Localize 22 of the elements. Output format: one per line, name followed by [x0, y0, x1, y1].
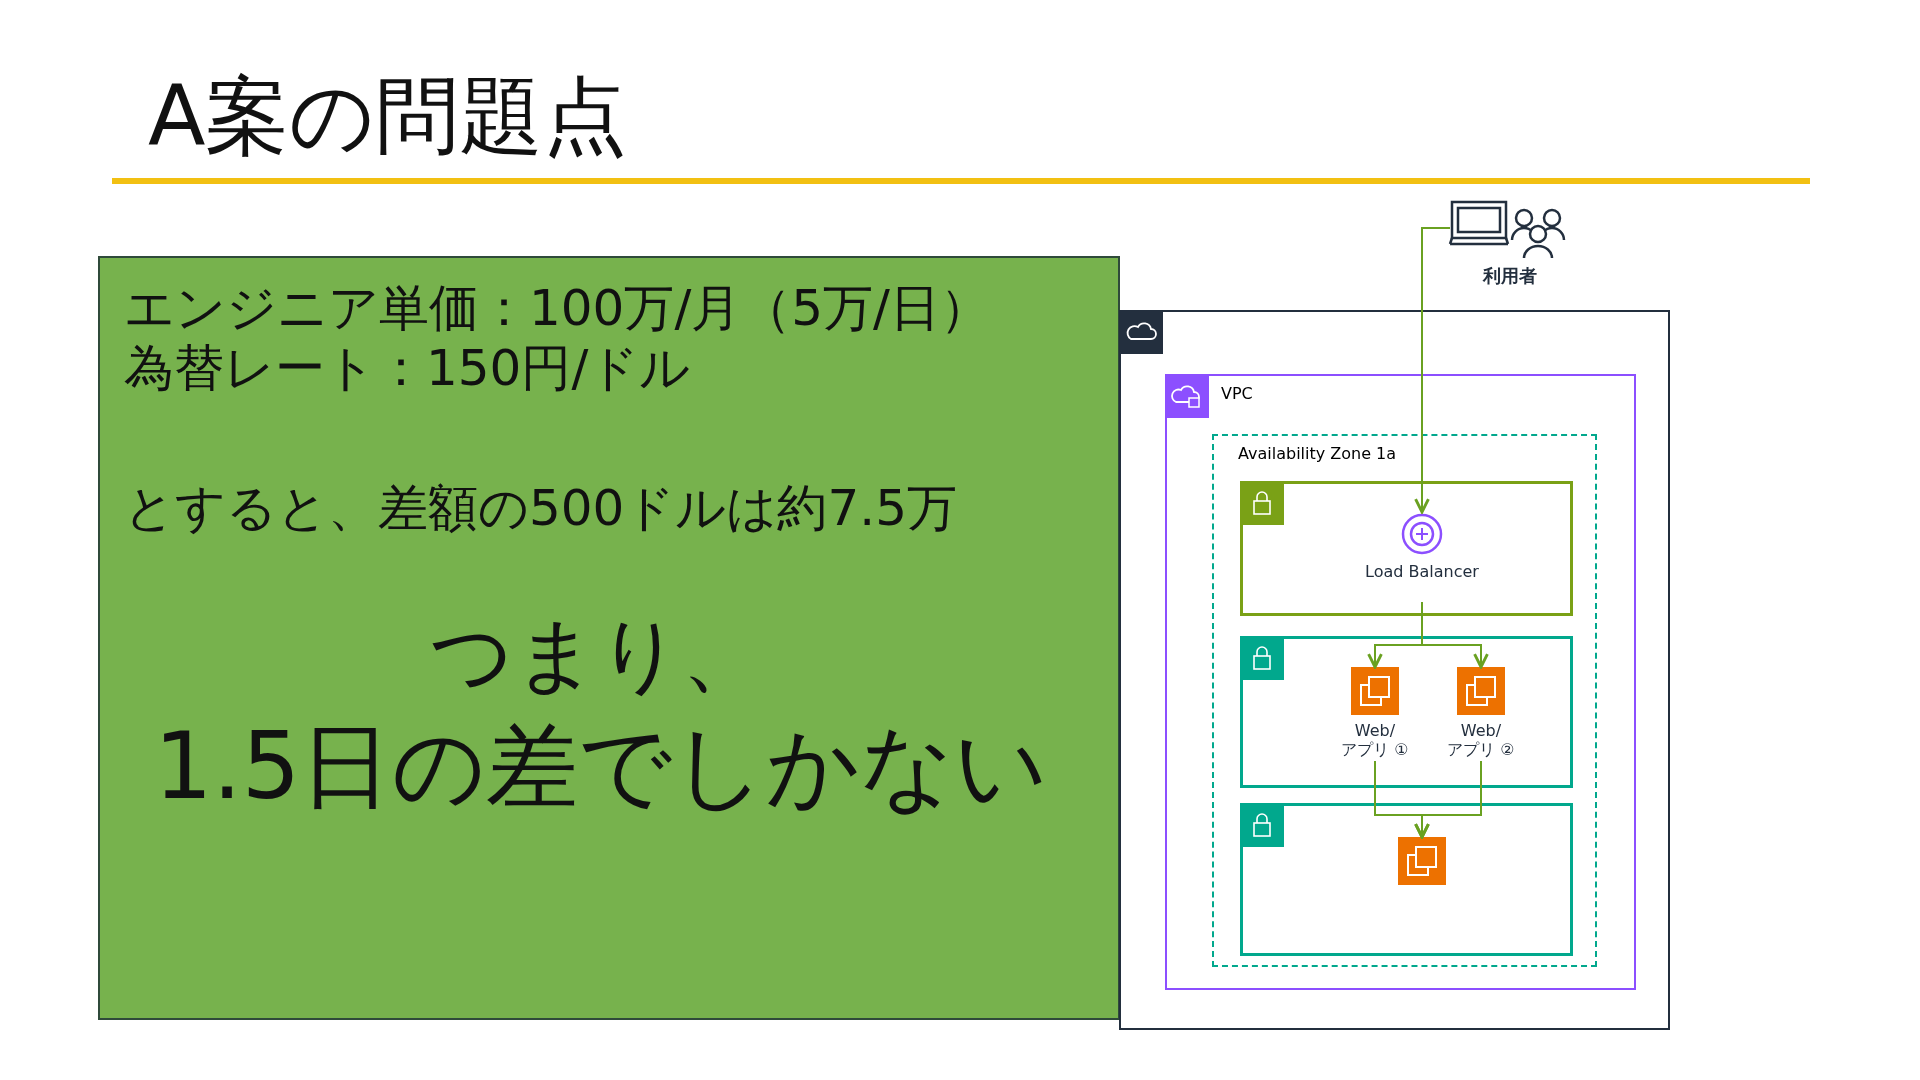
subnet-group	[1240, 803, 1573, 956]
arrow	[1414, 227, 1451, 514]
node-label: 利用者	[1481, 264, 1538, 288]
panel-text: エンジニア単価：100万/月（5万/日）	[124, 280, 990, 338]
subnet-group	[1240, 481, 1573, 616]
panel-text: つまり、	[430, 608, 764, 703]
panel-text: とすると、差額の500ドルは約7.5万	[124, 480, 957, 538]
arrow	[1414, 760, 1482, 839]
node-label: Web/アプリ ①	[1340, 721, 1410, 760]
slide-title: A案の問題点	[148, 70, 628, 163]
node-label: Web/アプリ ②	[1446, 721, 1516, 760]
vpc-group	[1165, 374, 1636, 990]
availability-zone-group	[1212, 434, 1597, 967]
arrow	[1421, 601, 1489, 669]
node-label: Load Balancer	[1364, 562, 1480, 581]
text-panel	[98, 256, 1120, 1020]
panel-text: 1.5日の差でしかない	[154, 714, 1049, 820]
cloud-group	[1119, 310, 1670, 1030]
group-label: Availability Zone 1a	[1238, 444, 1397, 463]
panel-text: 為替レート：150円/ドル	[124, 340, 691, 398]
subnet-group	[1240, 636, 1573, 788]
group-label: VPC	[1221, 384, 1253, 403]
